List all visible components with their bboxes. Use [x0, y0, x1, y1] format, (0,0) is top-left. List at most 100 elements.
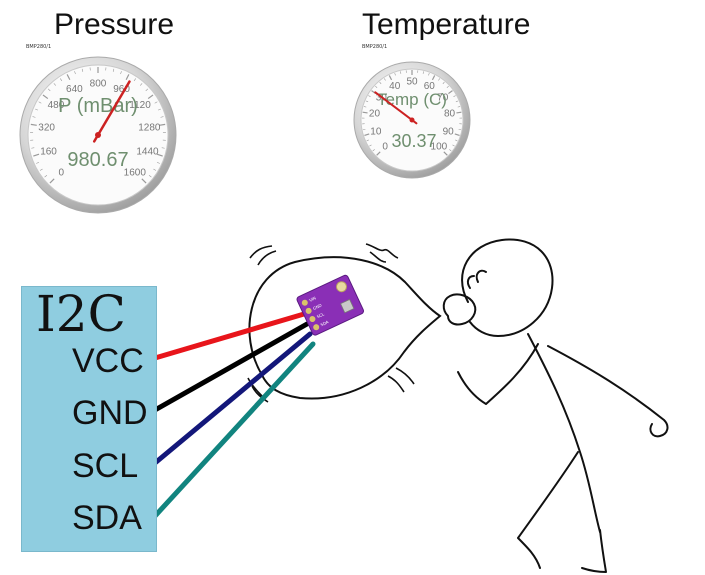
temperature-tick-label: 0 — [382, 141, 388, 152]
pressure-minor-tick — [157, 108, 161, 111]
pressure-major-tick — [66, 74, 71, 81]
sensor-pin-label-sda: SDA — [320, 319, 330, 327]
sensor-pin-label-scl: SCL — [316, 311, 326, 319]
pressure-major-tick — [159, 123, 166, 126]
pressure-hub — [95, 132, 101, 138]
pressure-minor-tick — [35, 108, 39, 111]
pressure-major-tick — [156, 153, 163, 157]
figure-mouth — [442, 293, 477, 326]
pressure-minor-tick — [32, 116, 36, 118]
pressure-minor-tick — [38, 101, 42, 104]
sensor-pin-pad-3 — [309, 316, 316, 323]
balloon-wobble-lines — [247, 243, 415, 403]
pressure-minor-tick — [161, 147, 165, 149]
i2c-panel: I2C VCC GND SCL SDA — [21, 285, 157, 552]
i2c-pin-vcc: VCC — [72, 342, 144, 380]
sensor-chip — [340, 298, 355, 314]
temperature-minor-tick — [366, 139, 369, 142]
temperature-tick-label: 100 — [431, 141, 448, 152]
temperature-minor-tick — [446, 85, 449, 88]
temperature-minor-tick — [394, 72, 396, 76]
pressure-minor-tick — [153, 168, 157, 171]
temperature-tick-label: 50 — [406, 77, 418, 88]
i2c-pin-sda: SDA — [72, 499, 142, 537]
bmp280-sensor-board: VIN GND SCL SDA — [296, 274, 365, 336]
pressure-tick-label: 1440 — [136, 147, 159, 158]
figure-head — [461, 238, 554, 337]
pressure-tick-label: 960 — [113, 84, 130, 95]
figure-eye — [466, 269, 487, 289]
temperature-minor-tick — [379, 81, 382, 85]
pressure-minor-tick — [36, 161, 40, 164]
temperature-needle — [374, 91, 418, 125]
sensor-pin-pad-2 — [305, 307, 312, 314]
temperature-minor-tick — [442, 81, 445, 85]
temperature-major-tick — [431, 75, 436, 81]
temperature-minor-tick — [455, 139, 458, 142]
stick-figure — [442, 238, 669, 573]
wire-gnd — [152, 321, 310, 413]
pressure-minor-tick — [31, 147, 35, 149]
pressure-minor-tick — [156, 161, 160, 164]
pressure-tick-label: 1120 — [129, 100, 151, 111]
pressure-minor-tick — [145, 88, 149, 92]
temperature-minor-tick — [368, 95, 371, 98]
pressure-major-tick — [42, 94, 49, 100]
pressure-tick-label: 1280 — [138, 122, 161, 133]
temperature-major-tick — [362, 111, 368, 114]
temperature-tick-label: 90 — [443, 126, 455, 137]
sensor-mount-hole — [335, 281, 347, 293]
temperature-minor-tick — [457, 106, 461, 108]
temperature-tick-label: 80 — [444, 109, 456, 120]
sensor-pin-label-gnd: GND — [312, 303, 322, 311]
temperature-major-tick — [388, 75, 393, 81]
pressure-minor-tick — [133, 78, 137, 82]
temperature-tick-label: 60 — [424, 81, 436, 92]
pressure-tick-label: 320 — [38, 122, 55, 133]
temperature-minor-tick — [422, 71, 424, 74]
i2c-pin-scl: SCL — [72, 447, 139, 485]
pressure-major-tick — [147, 94, 154, 100]
pressure-minor-tick — [112, 68, 115, 72]
pressure-tick-label: 0 — [58, 167, 64, 178]
pressure-major-tick — [125, 74, 130, 81]
temperature-major-tick — [448, 90, 453, 95]
wire-scl — [152, 331, 313, 466]
pressure-major-tick — [33, 153, 40, 157]
pressure-source-label: BMP280/1 — [26, 44, 52, 50]
balloon-outline — [248, 256, 442, 400]
pressure-tick-label: 800 — [90, 79, 107, 90]
pressure-minor-tick — [139, 83, 143, 86]
pressure-minor-tick — [120, 71, 122, 75]
temperature-minor-tick — [400, 71, 402, 74]
pressure-tick-label: 480 — [48, 100, 65, 111]
temperature-major-tick — [443, 151, 448, 156]
temperature-title: Temperature — [362, 8, 531, 41]
pressure-value: 980.67 — [67, 149, 128, 171]
pressure-minor-tick — [39, 168, 43, 171]
pressure-major-tick — [141, 178, 147, 184]
pressure-tick-label: 640 — [66, 84, 83, 95]
pressure-major-tick — [30, 123, 37, 126]
temperature-major-tick — [454, 133, 460, 137]
figure-leg-left — [517, 451, 579, 569]
temperature-tick-label: 20 — [369, 109, 381, 120]
temperature-gauge: 0102030405060708090100 Temp (C) 30.37 — [353, 61, 471, 179]
temperature-tick-label: 10 — [370, 126, 382, 137]
pressure-tick-label: 160 — [40, 147, 57, 158]
wire-sda — [152, 341, 316, 519]
temperature-minor-tick — [455, 100, 459, 103]
pressure-minor-tick — [44, 175, 48, 178]
pressure-minor-tick — [154, 101, 158, 104]
temperature-minor-tick — [453, 95, 456, 98]
temperature-tick-marks — [362, 70, 462, 156]
temperature-minor-tick — [365, 100, 369, 103]
sensor-pin-label-vin: VIN — [308, 295, 316, 302]
temperature-minor-tick — [428, 72, 430, 76]
figure-arm-left — [457, 343, 539, 405]
temperature-minor-tick — [449, 149, 452, 152]
i2c-illustration: VIN GND SCL SDA — [152, 238, 669, 573]
temperature-major-tick — [376, 151, 381, 156]
i2c-title: I2C — [36, 285, 126, 343]
